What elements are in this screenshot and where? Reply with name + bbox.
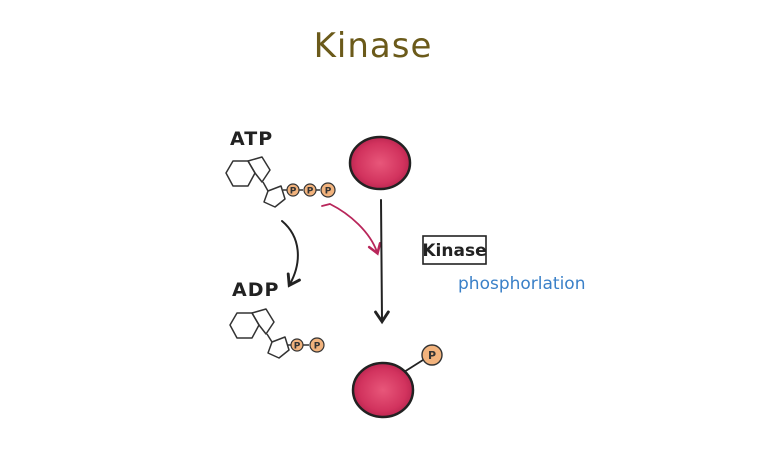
page-title: Kinase: [314, 26, 433, 66]
adp-phosphate-1: P: [290, 338, 304, 352]
kinase-enzyme-box: Kinase: [422, 235, 487, 265]
protein-product: [351, 361, 415, 419]
phosphate-transfer-arrow: [321, 203, 382, 256]
kinase-box-label: Kinase: [422, 241, 486, 261]
svg-text:P: P: [290, 187, 297, 197]
svg-text:P: P: [325, 187, 332, 197]
svg-text:P: P: [314, 342, 321, 352]
atp-to-adp-arrow: [281, 220, 301, 288]
protein-substrate: [348, 135, 412, 191]
atp-phosphate-2: P: [303, 183, 317, 197]
attached-phosphate: P: [421, 344, 443, 366]
svg-text:P: P: [294, 342, 301, 352]
svg-text:P: P: [428, 349, 436, 362]
atp-phosphate-3: P: [320, 182, 336, 198]
phosphorylated-protein: P: [351, 344, 443, 419]
atp-sugar-ring: [263, 185, 286, 208]
adp-phosphate-2: P: [309, 337, 325, 353]
svg-text:P: P: [307, 187, 314, 197]
atp-label: ATP: [230, 128, 273, 150]
atp-five-ring: [247, 156, 271, 183]
adp-label: ADP: [232, 279, 279, 301]
adp-molecule: P P: [229, 308, 325, 359]
adp-five-ring: [251, 308, 275, 335]
process-label: phosphorlation: [458, 274, 585, 294]
reaction-arrow: [374, 199, 390, 325]
atp-molecule: P P P: [225, 156, 336, 208]
phosphate-bond: [403, 359, 424, 373]
adp-sugar-ring: [267, 336, 290, 359]
atp-phosphate-1: P: [286, 183, 300, 197]
